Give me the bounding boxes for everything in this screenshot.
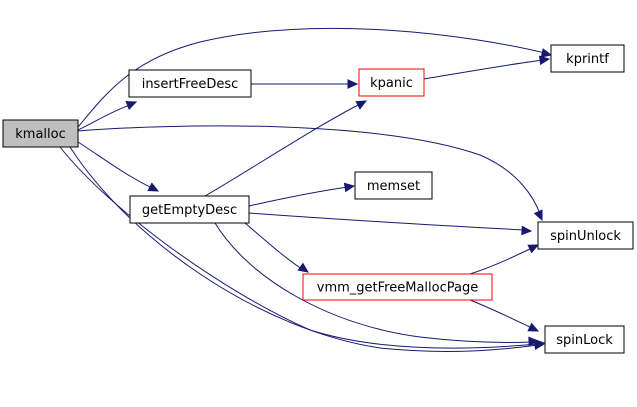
node-box[interactable]	[354, 171, 433, 200]
node-label: kprintf	[566, 52, 609, 67]
arrow-head-icon	[125, 100, 138, 110]
arrow-head-icon	[297, 262, 309, 273]
node-label: vmm_getFreeMallocPage	[317, 281, 478, 296]
call-edge-insertFreeDesc-to-kpanic	[251, 79, 359, 89]
call-edge-getEmptyDesc-to-vmm_getFreeMallocPage	[244, 222, 309, 273]
edge-line	[77, 125, 541, 215]
graph-node-kpanic[interactable]: kpanic	[358, 68, 425, 97]
call-edge-kmalloc-to-kprintf	[77, 27, 553, 128]
arrow-head-icon	[538, 55, 551, 66]
edge-line	[69, 146, 539, 352]
edge-line	[248, 186, 349, 207]
arrow-head-icon	[347, 79, 359, 89]
node-box[interactable]	[2, 119, 79, 148]
edge-line	[77, 104, 131, 131]
call-edge-getEmptyDesc-to-spinUnlock	[248, 212, 533, 236]
edge-layer	[59, 27, 553, 352]
node-label: spinLock	[556, 333, 613, 348]
graph-node-vmm_getFreeMallocPage[interactable]: vmm_getFreeMallocPage	[302, 273, 493, 301]
node-label: kmalloc	[15, 127, 65, 142]
edge-line	[77, 141, 153, 189]
call-edge-getEmptyDesc-to-kpanic	[204, 100, 368, 197]
node-layer: kmalloc insertFreeDesc kpanic kprintf getEmp…	[2, 44, 634, 354]
graph-node-memset[interactable]: memset	[354, 171, 433, 200]
edge-line	[248, 212, 526, 231]
node-box[interactable]	[544, 325, 625, 354]
node-label: spinUnlock	[550, 229, 621, 244]
node-box[interactable]	[550, 44, 625, 73]
call-edge-getEmptyDesc-to-spinLock	[214, 222, 540, 347]
graph-node-spinUnlock[interactable]: spinUnlock	[537, 221, 634, 250]
call-edge-kmalloc-to-spinUnlock	[77, 125, 543, 222]
arrow-head-icon	[527, 244, 540, 254]
node-box[interactable]	[129, 195, 250, 224]
arrow-head-icon	[147, 182, 160, 192]
call-edge-vmm_getFreeMallocPage-to-spinLock	[469, 299, 540, 332]
node-label: memset	[367, 179, 420, 194]
edge-line	[469, 247, 533, 275]
node-box[interactable]	[537, 221, 634, 250]
arrow-head-icon	[355, 100, 368, 110]
arrow-head-icon	[527, 322, 540, 332]
arrow-head-icon	[521, 225, 533, 236]
edge-line	[214, 222, 533, 343]
graph-node-spinLock[interactable]: spinLock	[544, 325, 625, 354]
edge-line	[469, 299, 533, 329]
arrow-head-icon	[343, 182, 356, 193]
call-edge-kmalloc-to-spinLock	[69, 146, 546, 352]
call-edge-kpanic-to-kprintf	[423, 55, 551, 80]
call-edge-vmm_getFreeMallocPage-to-spinUnlock	[469, 244, 540, 275]
node-box[interactable]	[358, 68, 425, 97]
arrow-head-icon	[540, 48, 553, 58]
node-box[interactable]	[302, 273, 493, 301]
graph-node-kmalloc[interactable]: kmalloc	[2, 119, 79, 148]
call-edge-kmalloc-to-insertFreeDesc	[77, 100, 138, 131]
node-label: getEmptyDesc	[142, 203, 237, 218]
arrow-head-icon	[533, 340, 546, 350]
graph-node-kprintf[interactable]: kprintf	[550, 44, 625, 73]
call-edge-getEmptyDesc-to-memset	[248, 182, 356, 207]
edge-line	[77, 27, 546, 128]
call-edge-kmalloc-to-getEmptyDesc	[77, 141, 160, 192]
graph-node-getEmptyDesc[interactable]: getEmptyDesc	[129, 195, 250, 224]
graph-node-insertFreeDesc[interactable]: insertFreeDesc	[128, 69, 252, 98]
edge-line	[423, 59, 544, 80]
node-box[interactable]	[128, 69, 252, 98]
node-label: insertFreeDesc	[142, 77, 239, 92]
node-label: kpanic	[370, 76, 413, 91]
edge-line	[244, 222, 303, 270]
arrow-head-icon	[533, 209, 543, 222]
arrow-head-icon	[528, 336, 540, 347]
edge-line	[204, 103, 361, 197]
